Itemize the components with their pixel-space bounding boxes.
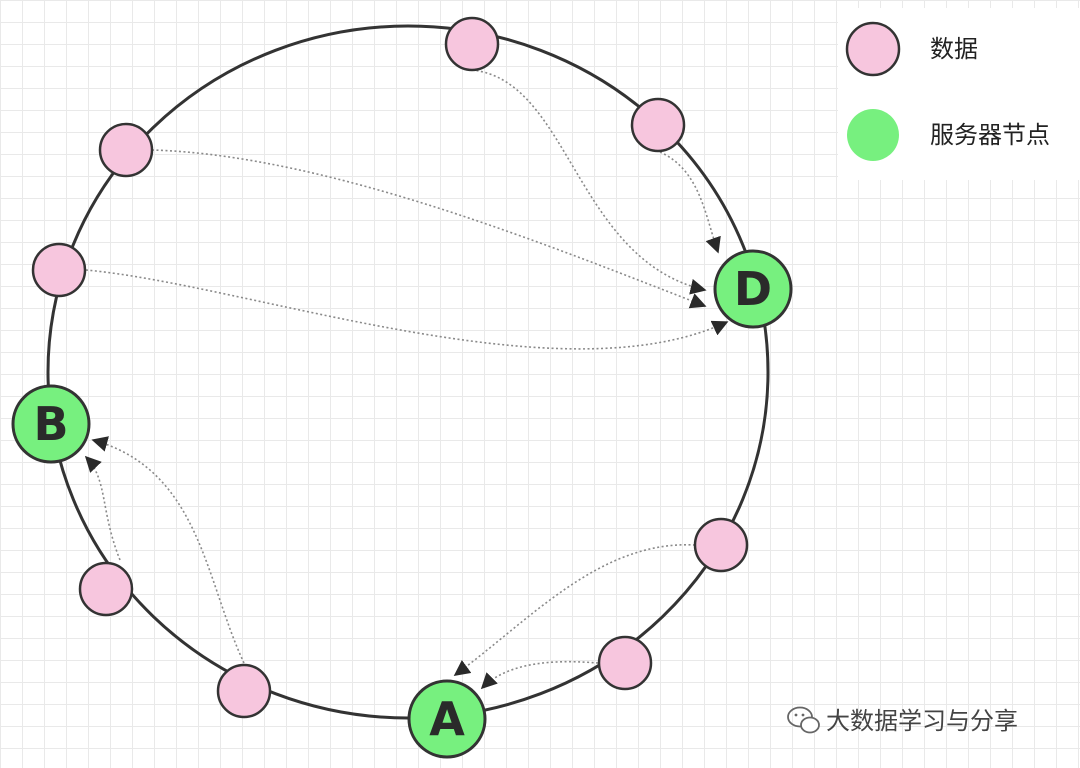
server-label-D: D [734,262,772,316]
server-label-A: A [429,692,465,746]
data-node-d6 [216,663,272,719]
legend: 数据 服务器节点 [838,8,1080,180]
data-node-d8 [597,635,653,691]
arrow-d3-to-D [151,149,707,309]
arrow-d7-to-A [453,544,696,676]
arrow-d8-to-A [480,660,599,690]
data-node-d2 [630,97,686,153]
arrow-d6-to-B [91,436,245,664]
mapping-arrows [84,69,729,690]
legend-data-swatch [845,21,901,77]
data-node-d3 [98,122,154,178]
arrow-d1-to-D [471,69,707,295]
data-nodes [31,16,749,719]
legend-data-label: 数据 [930,35,978,63]
legend-server-swatch [847,109,899,161]
data-node-d4 [31,242,87,298]
server-node-B: B [11,384,91,464]
legend-server-label: 服务器节点 [930,121,1050,149]
data-node-d1 [444,16,500,72]
data-node-d7 [693,517,749,573]
wechat-icon [787,706,820,734]
data-node-d5 [78,561,134,617]
server-label-B: B [33,397,68,451]
server-node-A: A [407,679,487,759]
watermark-text: 大数据学习与分享 [826,707,1018,735]
watermark: 大数据学习与分享 [787,706,1018,735]
arrow-d4-to-D [85,269,729,350]
arrow-d2-to-D [659,151,721,254]
server-node-D: D [713,249,793,329]
server-nodes: A B D [11,249,793,759]
arrow-d5-to-B [84,455,121,561]
